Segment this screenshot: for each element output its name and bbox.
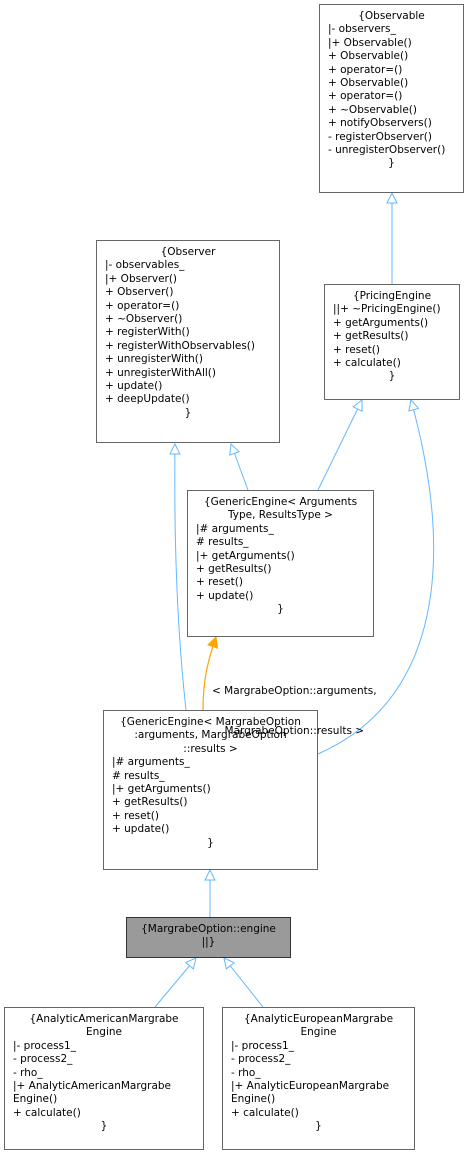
class-member: + getResults() bbox=[196, 563, 272, 576]
class-margrabe-option-engine[interactable]: {MargrabeOption::engine||} bbox=[126, 917, 291, 958]
class-member: # results_ bbox=[196, 536, 249, 549]
class-title-line: {Observer bbox=[160, 246, 216, 258]
edge-generic-observer bbox=[231, 444, 249, 491]
class-member: + unregisterWith() bbox=[105, 353, 203, 366]
class-member: + getArguments() bbox=[333, 316, 429, 329]
class-member: + reset() bbox=[112, 809, 159, 822]
class-title-line: :arguments, MargrabeOption bbox=[134, 729, 287, 742]
class-closing-brace: } bbox=[388, 370, 396, 383]
edge-genericmargrabe-observer bbox=[175, 444, 187, 711]
class-member: - rho_ bbox=[13, 1066, 43, 1079]
class-member: + Observable() bbox=[328, 50, 409, 63]
class-member: ||+ ~PricingEngine() bbox=[333, 303, 441, 316]
template-arguments-label: < MargrabeOption::arguments, MargrabeOpt… bbox=[212, 658, 377, 752]
class-member: - process2_ bbox=[13, 1053, 73, 1066]
edge-european-engine bbox=[224, 958, 264, 1008]
class-member: |+ AnalyticAmericanMargrabe bbox=[13, 1080, 172, 1093]
class-member: + registerWith() bbox=[105, 326, 190, 339]
class-member: Engine() bbox=[231, 1093, 276, 1106]
class-title-line: Engine bbox=[86, 1026, 122, 1039]
class-member: + Observable() bbox=[328, 77, 409, 90]
class-member: - registerObserver() bbox=[328, 130, 432, 143]
class-member: |+ Observable() bbox=[328, 36, 412, 49]
class-member: + reset() bbox=[333, 343, 380, 356]
class-member: + unregisterWithAll() bbox=[105, 366, 216, 379]
template-arguments-line: MargrabeOption::results > bbox=[224, 725, 365, 738]
class-member: + update() bbox=[112, 823, 170, 836]
class-closing-brace: } bbox=[184, 406, 192, 419]
class-observable[interactable]: {Observable|- observers_|+ Observable()+… bbox=[319, 4, 464, 193]
class-pricing-engine[interactable]: {PricingEngine||+ ~PricingEngine()+ getA… bbox=[324, 284, 460, 400]
class-title-line: Type, ResultsType > bbox=[228, 509, 333, 522]
class-member: |+ Observer() bbox=[105, 272, 178, 285]
class-member: |- process1_ bbox=[231, 1039, 294, 1052]
class-member: - process2_ bbox=[231, 1053, 291, 1066]
class-member: |+ getArguments() bbox=[112, 783, 211, 796]
class-member: + operator=() bbox=[105, 299, 180, 312]
class-member: + deepUpdate() bbox=[105, 393, 190, 406]
class-member: + reset() bbox=[196, 576, 243, 589]
class-title-line: Engine bbox=[300, 1026, 337, 1039]
edge-template-instantiation bbox=[202, 637, 216, 711]
class-member: |- process1_ bbox=[13, 1039, 76, 1052]
class-member: - unregisterObserver() bbox=[328, 144, 446, 157]
class-member: + registerWithObservables() bbox=[105, 339, 255, 352]
class-member: + update() bbox=[196, 589, 254, 602]
class-member: |- observers_ bbox=[328, 23, 396, 36]
class-member: |# arguments_ bbox=[196, 522, 274, 535]
class-title-line: {PricingEngine bbox=[352, 290, 432, 302]
class-observer[interactable]: {Observer|- observables_|+ Observer()+ O… bbox=[96, 240, 280, 443]
class-member: + notifyObservers() bbox=[328, 117, 432, 130]
class-member: |+ AnalyticEuropeanMargrabe bbox=[231, 1080, 390, 1093]
class-closing-brace: } bbox=[277, 603, 284, 616]
class-title-line: {AnalyticEuropeanMargrabe bbox=[243, 1013, 394, 1025]
class-member: + ~Observable() bbox=[328, 103, 417, 116]
class-member: + getResults() bbox=[333, 330, 409, 343]
class-member: Engine() bbox=[13, 1093, 58, 1106]
class-closing-brace: } bbox=[388, 157, 395, 170]
class-title-line: ||} bbox=[201, 936, 216, 949]
edge-generic-pricing bbox=[317, 400, 362, 491]
class-member: + Observer() bbox=[105, 286, 174, 299]
edge-genericmargrabe-pricing bbox=[317, 400, 435, 755]
class-title-line: {Observable bbox=[358, 10, 425, 22]
class-member: |- observables_ bbox=[105, 259, 185, 272]
class-member: |+ getArguments() bbox=[196, 549, 295, 562]
class-closing-brace: } bbox=[315, 1120, 322, 1133]
class-title-line: {AnalyticAmericanMargrabe bbox=[29, 1013, 179, 1025]
edge-american-engine bbox=[154, 958, 196, 1008]
class-member: |# arguments_ bbox=[112, 756, 190, 769]
class-closing-brace: } bbox=[207, 836, 214, 849]
class-member: + calculate() bbox=[333, 357, 401, 370]
class-title-line: {GenericEngine< MargrabeOption bbox=[120, 716, 301, 728]
class-member: + calculate() bbox=[231, 1106, 299, 1119]
class-generic-engine-margrabe[interactable]: {GenericEngine< MargrabeOption:arguments… bbox=[103, 710, 318, 870]
class-member: + operator=() bbox=[328, 90, 403, 103]
class-title-line: {GenericEngine< Arguments bbox=[203, 496, 358, 508]
class-member: - rho_ bbox=[231, 1066, 261, 1079]
class-member: + calculate() bbox=[13, 1106, 81, 1119]
class-member: + getResults() bbox=[112, 796, 188, 809]
class-closing-brace: } bbox=[100, 1120, 108, 1133]
class-member: + operator=() bbox=[328, 63, 403, 76]
template-arguments-line: < MargrabeOption::arguments, bbox=[212, 684, 377, 697]
class-member: + update() bbox=[105, 380, 163, 393]
class-title-line: ::results > bbox=[183, 742, 238, 755]
class-member: # results_ bbox=[112, 769, 165, 782]
class-member: + ~Observer() bbox=[105, 313, 183, 326]
class-title-line: {MargrabeOption::engine bbox=[141, 923, 276, 935]
